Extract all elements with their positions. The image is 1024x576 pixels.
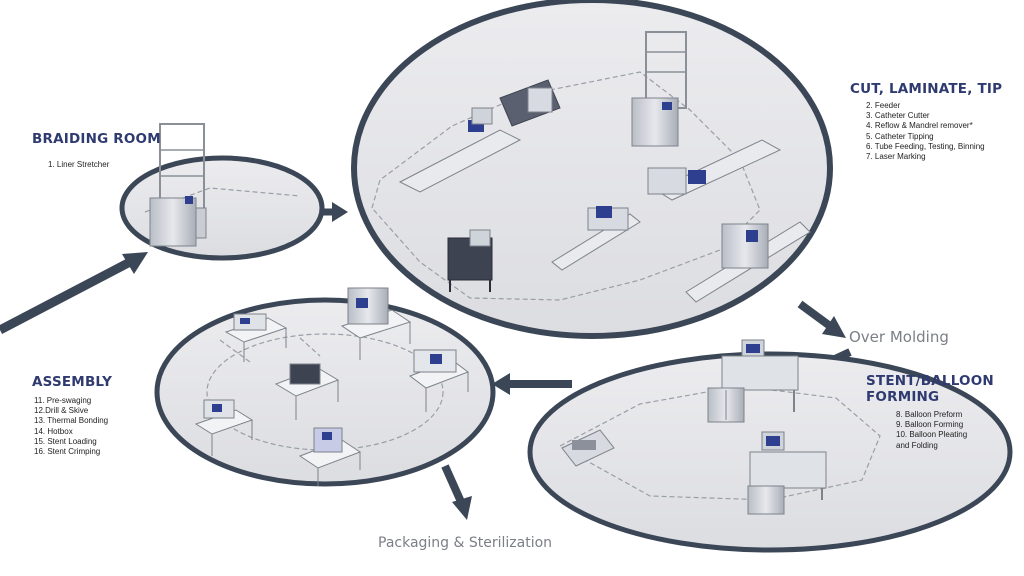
list-item: 13. Thermal Bonding [34,416,109,426]
stent-balloon-machines [561,339,827,515]
liner-stretcher-machine [149,123,207,247]
flow-arrows [0,202,852,520]
list-item: 14. Hotbox [34,426,73,436]
assembly-to-packaging-arrow [441,464,466,506]
cut-laminate-tip-title: CUT, LAMINATE, TIP [850,81,1003,97]
list-item: 9. Balloon Forming [896,420,964,430]
list-item: 5. Catheter Tipping [866,131,934,141]
braiding-room-list: 1. Liner Stretcher [48,160,109,170]
cut-machines [398,31,811,303]
list-item: 12.Drill & Skive [34,406,89,416]
stent-balloon-title-line1: STENT/BALLOON [866,373,994,389]
list-item: 8. Balloon Preform [896,410,963,419]
assembly-list: 11. Pre-swaging 12.Drill & Skive 13. The… [34,396,108,457]
assembly-machines [194,287,470,486]
list-item: 3. Catheter Cutter [866,111,930,121]
list-item: 4. Reflow & Mandrel remover* [866,121,973,131]
stent-balloon-title: STENT/BALLOON FORMING [866,373,994,405]
packaging-sterilization-label: Packaging & Sterilization [378,535,553,551]
list-item: 16. Stent Crimping [34,447,101,457]
list-item: 10. Balloon Pleating [896,430,968,440]
braiding-room-title: BRAIDING ROOM [32,131,161,147]
list-item: and Folding [896,440,938,450]
over-molding-label: Over Molding [849,328,949,346]
assembly-title: ASSEMBLY [32,374,113,390]
cut-laminate-tip-list: 2. Feeder 3. Catheter Cutter 4. Reflow &… [866,101,985,162]
stent-balloon-title-line2: FORMING [866,389,940,405]
list-item: 11. Pre-swaging [34,396,92,405]
input-arrow [0,258,133,334]
list-item: 15. Stent Loading [34,436,97,446]
cut-to-overmolding-arrow [797,300,833,330]
list-item: 1. Liner Stretcher [48,160,110,169]
assembly-platform [154,297,496,487]
list-item: 7. Laser Marking [866,152,926,162]
list-item: 6. Tube Feeding, Testing, Binning [866,141,985,151]
list-item: 2. Feeder [866,101,901,110]
stent-balloon-list: 8. Balloon Preform 9. Balloon Forming 10… [896,410,967,451]
cut-laminate-tip-platform [351,0,833,339]
